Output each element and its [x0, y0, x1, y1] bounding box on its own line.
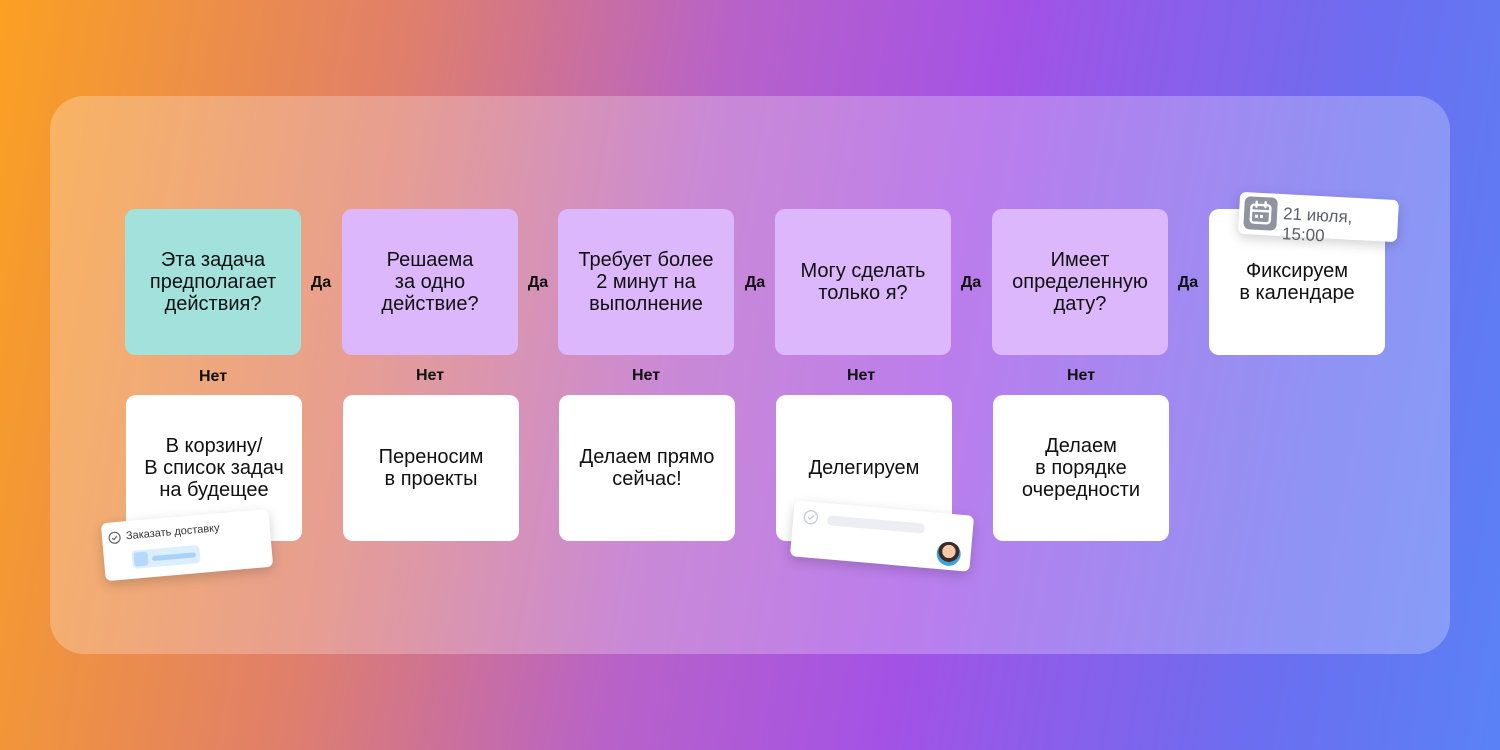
no-label-4: Нет	[846, 367, 876, 384]
delivery-task-text: Заказать доставку	[125, 522, 221, 543]
check-circle-icon	[802, 509, 819, 530]
calendar-icon	[1243, 196, 1278, 231]
yes-label-3: Да	[744, 274, 766, 291]
question-card-5: Имеет определенную дату?	[992, 209, 1168, 355]
no-label-3: Нет	[631, 367, 661, 384]
calendar-date-text: 21 июля, 15:00	[1281, 204, 1353, 246]
task-placeholder-bar	[826, 515, 926, 534]
yes-label-1: Да	[310, 274, 332, 291]
question-card-1: Эта задача предполагает действия?	[125, 209, 301, 355]
no-label-2: Нет	[415, 367, 445, 384]
outcome-card-3: Делаем прямо сейчас!	[559, 395, 735, 541]
check-circle-icon	[108, 531, 123, 550]
question-card-2: Решаема за одно действие?	[342, 209, 518, 355]
outcome-card-5: Делаем в порядке очередности	[993, 395, 1169, 541]
calendar-tag: 21 июля, 15:00	[1238, 191, 1399, 245]
question-card-4: Могу сделать только я?	[775, 209, 951, 355]
outcome-card-2: Переносим в проекты	[343, 395, 519, 541]
delegate-task-tag	[789, 500, 975, 572]
avatar	[935, 540, 962, 567]
question-card-3: Требует более 2 минут на выполнение	[558, 209, 734, 355]
yes-label-5: Да	[1177, 274, 1199, 291]
no-label-5: Нет	[1066, 367, 1096, 384]
no-label-1: Нет	[198, 368, 228, 385]
diagram-panel	[50, 96, 1450, 654]
yes-label-2: Да	[527, 274, 549, 291]
delivery-task-tag: Заказать доставку	[100, 508, 274, 582]
task-chip	[131, 544, 201, 569]
yes-label-4: Да	[960, 274, 982, 291]
